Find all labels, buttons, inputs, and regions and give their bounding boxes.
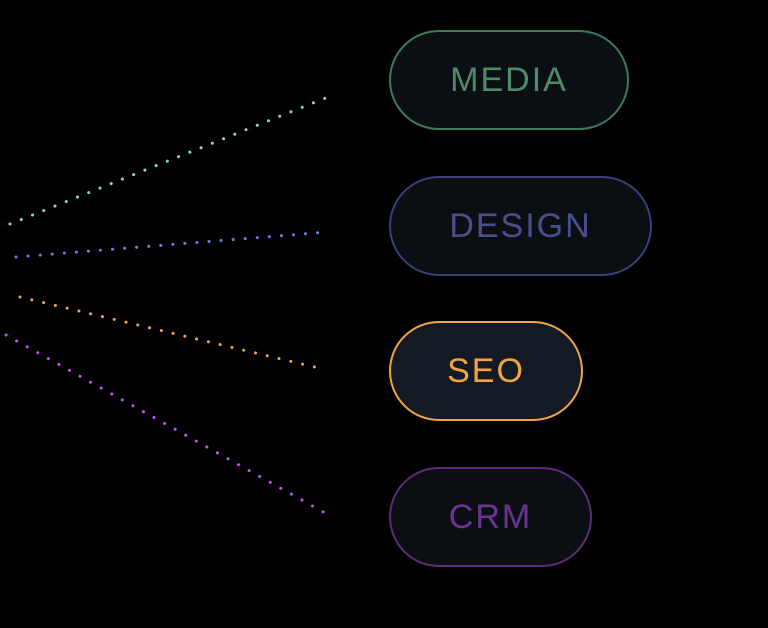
connector-line-seo (18, 295, 325, 371)
connector-line-design (14, 230, 329, 259)
connector-line-media (8, 93, 335, 226)
seo-pill-label: SEO (447, 351, 525, 390)
design-pill-button[interactable]: DESIGN (389, 176, 652, 276)
connector-line-crm (4, 333, 329, 516)
seo-pill-button[interactable]: SEO (389, 321, 583, 421)
crm-pill-button[interactable]: CRM (389, 467, 592, 567)
design-pill-label: DESIGN (449, 206, 592, 245)
crm-pill-label: CRM (448, 497, 533, 536)
media-pill-button[interactable]: MEDIA (389, 30, 629, 130)
media-pill-label: MEDIA (450, 60, 568, 99)
